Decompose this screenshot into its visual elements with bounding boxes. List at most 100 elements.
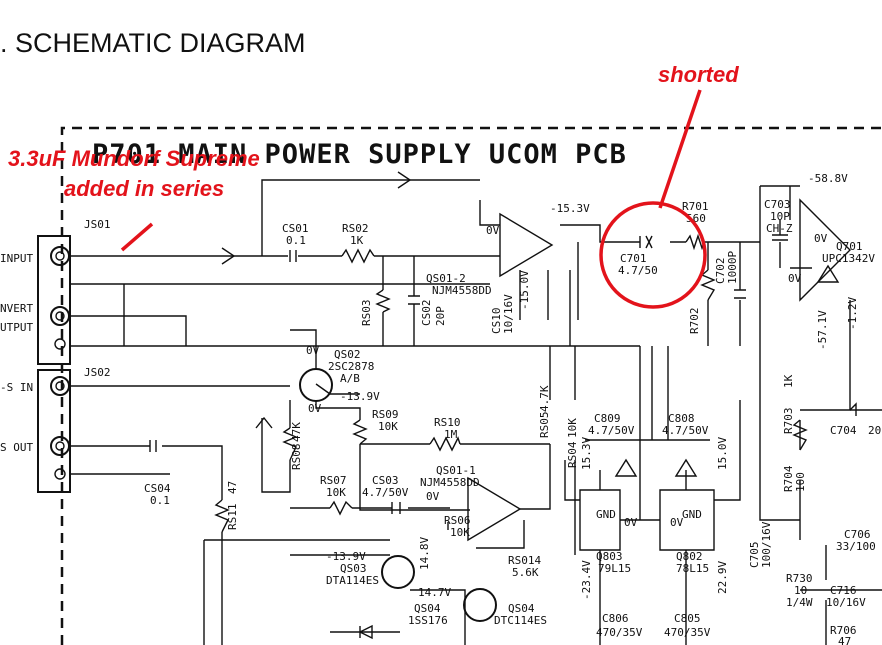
zero-v-label: 0V xyxy=(814,232,828,245)
q803-ref: Q803 xyxy=(596,550,623,563)
cs10-ref: CS10 xyxy=(490,308,503,335)
component-labels: CS01 0.1 RS02 1K RS03 CS02 20P QS01-2 NJ… xyxy=(144,172,881,645)
v-14-8: 14.8V xyxy=(418,537,431,570)
rs04-ref: RS04 xyxy=(566,441,579,468)
cs03-value: 4.7/50V xyxy=(362,486,409,499)
jack-panel: JS01 JS02 INPUT NVERT UTPUT -S IN S OUT xyxy=(0,218,111,493)
zero-v-label: 0V xyxy=(486,224,500,237)
v-22-9: 22.9V xyxy=(716,561,729,594)
c703-value: 10P xyxy=(770,210,790,223)
c809-value: 4.7/50V xyxy=(588,424,635,437)
qs01-1-part: NJM4558DD xyxy=(420,476,480,489)
js02-jack-block xyxy=(37,369,71,493)
annotations: shorted 3.3uF Mundorf Supreme added in s… xyxy=(8,62,739,309)
rs10-ref: RS10 xyxy=(434,416,461,429)
rs02-value: 1K xyxy=(350,234,364,247)
c809-ref: C809 xyxy=(594,412,621,425)
v-neg13-9: -13.9V xyxy=(340,390,380,403)
r706-value: 47 xyxy=(838,635,851,645)
rs11-ref: RS11 xyxy=(226,504,239,531)
c705-ref: C705 xyxy=(748,542,761,569)
rs11-value: 47 xyxy=(226,481,239,494)
v-neg1-2: -1.2V xyxy=(846,297,859,330)
c805-ref: C805 xyxy=(674,612,701,625)
r702-ref: R702 xyxy=(688,308,701,335)
r703-value: 1K xyxy=(782,374,795,388)
cs02-symbol xyxy=(408,295,420,305)
rs08-ref: RS08 xyxy=(290,444,303,471)
rs07-symbol xyxy=(329,500,353,516)
invert-label: NVERT xyxy=(0,302,33,315)
cs02-value: 20P xyxy=(434,306,447,326)
c703-type: CH-Z xyxy=(766,222,793,235)
qs02-grade: A/B xyxy=(340,372,360,385)
c703-symbol xyxy=(772,220,788,241)
qs04b-part: DTC114ES xyxy=(494,614,547,627)
rs02-ref: RS02 xyxy=(342,222,369,235)
gnd-label: GND xyxy=(682,508,702,521)
s-out-ground xyxy=(54,468,66,480)
q701-ic xyxy=(799,198,851,302)
r701-symbol xyxy=(685,233,705,251)
rs08-value: 47K xyxy=(290,422,303,442)
r701-ref: R701 xyxy=(682,200,709,213)
q803-part: 79L15 xyxy=(598,562,631,575)
c806-value: 470/35V xyxy=(596,626,643,639)
cs04-value: 0.1 xyxy=(150,494,170,507)
js01-jack-block xyxy=(37,235,71,365)
qs03-transistor-icon xyxy=(381,555,415,589)
gnd-label: GND xyxy=(596,508,616,521)
s-in-jack xyxy=(50,376,70,396)
qs02-part: 2SC2878 xyxy=(328,360,374,373)
c706-ref: C706 xyxy=(844,528,871,541)
v-neg13-9: -13.9V xyxy=(326,550,366,563)
invert-output-jack xyxy=(50,306,70,326)
v-14-7: 14.7V xyxy=(418,586,451,599)
c704-symbol xyxy=(849,402,857,416)
input-jack xyxy=(50,246,70,266)
pcb-border xyxy=(60,126,882,645)
rs07-ref: RS07 xyxy=(320,474,347,487)
qs01-2-part: NJM4558DD xyxy=(432,284,492,297)
cs03-ref: CS03 xyxy=(372,474,399,487)
v-15-3: 15.3V xyxy=(580,437,593,470)
input-jack-center xyxy=(55,251,65,261)
qs02-ref: QS02 xyxy=(334,348,361,361)
rs09-value: 10K xyxy=(378,420,398,433)
v-neg57-1: -57.1V xyxy=(816,310,829,350)
c702-ref: C702 xyxy=(714,258,727,285)
output-label: UTPUT xyxy=(0,321,33,334)
q802-part: 78L15 xyxy=(676,562,709,575)
js01-label: JS01 xyxy=(84,218,111,231)
warning-triangle-icon xyxy=(816,264,840,283)
rs03-ref: RS03 xyxy=(360,300,373,327)
rs014-value: 5.6K xyxy=(512,566,539,579)
c704-ref: C704 xyxy=(830,424,857,437)
rs04-value: 10K xyxy=(566,418,579,438)
c808-value: 4.7/50V xyxy=(662,424,709,437)
q701-ref: Q701 xyxy=(836,240,863,253)
diagram-heading: . SCHEMATIC DIAGRAM xyxy=(0,28,306,58)
zero-v-label: 0V xyxy=(308,402,322,415)
rs10-value: 1M xyxy=(444,428,458,441)
c702-symbol xyxy=(734,289,746,299)
rs09-ref: RS09 xyxy=(372,408,399,421)
qs03-ref: QS03 xyxy=(340,562,367,575)
cs10-value: 10/16V xyxy=(502,294,515,334)
c706-value: 33/100 xyxy=(836,540,876,553)
v-15-0: 15.0V xyxy=(716,437,729,470)
s-in-jack-center xyxy=(55,381,65,391)
mundorf-annotation-line1: 3.3uF Mundorf Supreme xyxy=(8,146,260,171)
r703-ref: R703 xyxy=(782,408,795,435)
r702-symbol xyxy=(700,269,716,301)
rs06-ref: RS06 xyxy=(444,514,471,527)
wiring xyxy=(69,171,882,645)
v-neg58-8: -58.8V xyxy=(808,172,848,185)
v-neg15-3: -15.3V xyxy=(550,202,590,215)
invert-output-jack-center xyxy=(55,311,65,321)
c701-symbol xyxy=(639,235,653,249)
r704-value: 100 xyxy=(794,472,807,492)
rs06-value: 10K xyxy=(450,526,470,539)
